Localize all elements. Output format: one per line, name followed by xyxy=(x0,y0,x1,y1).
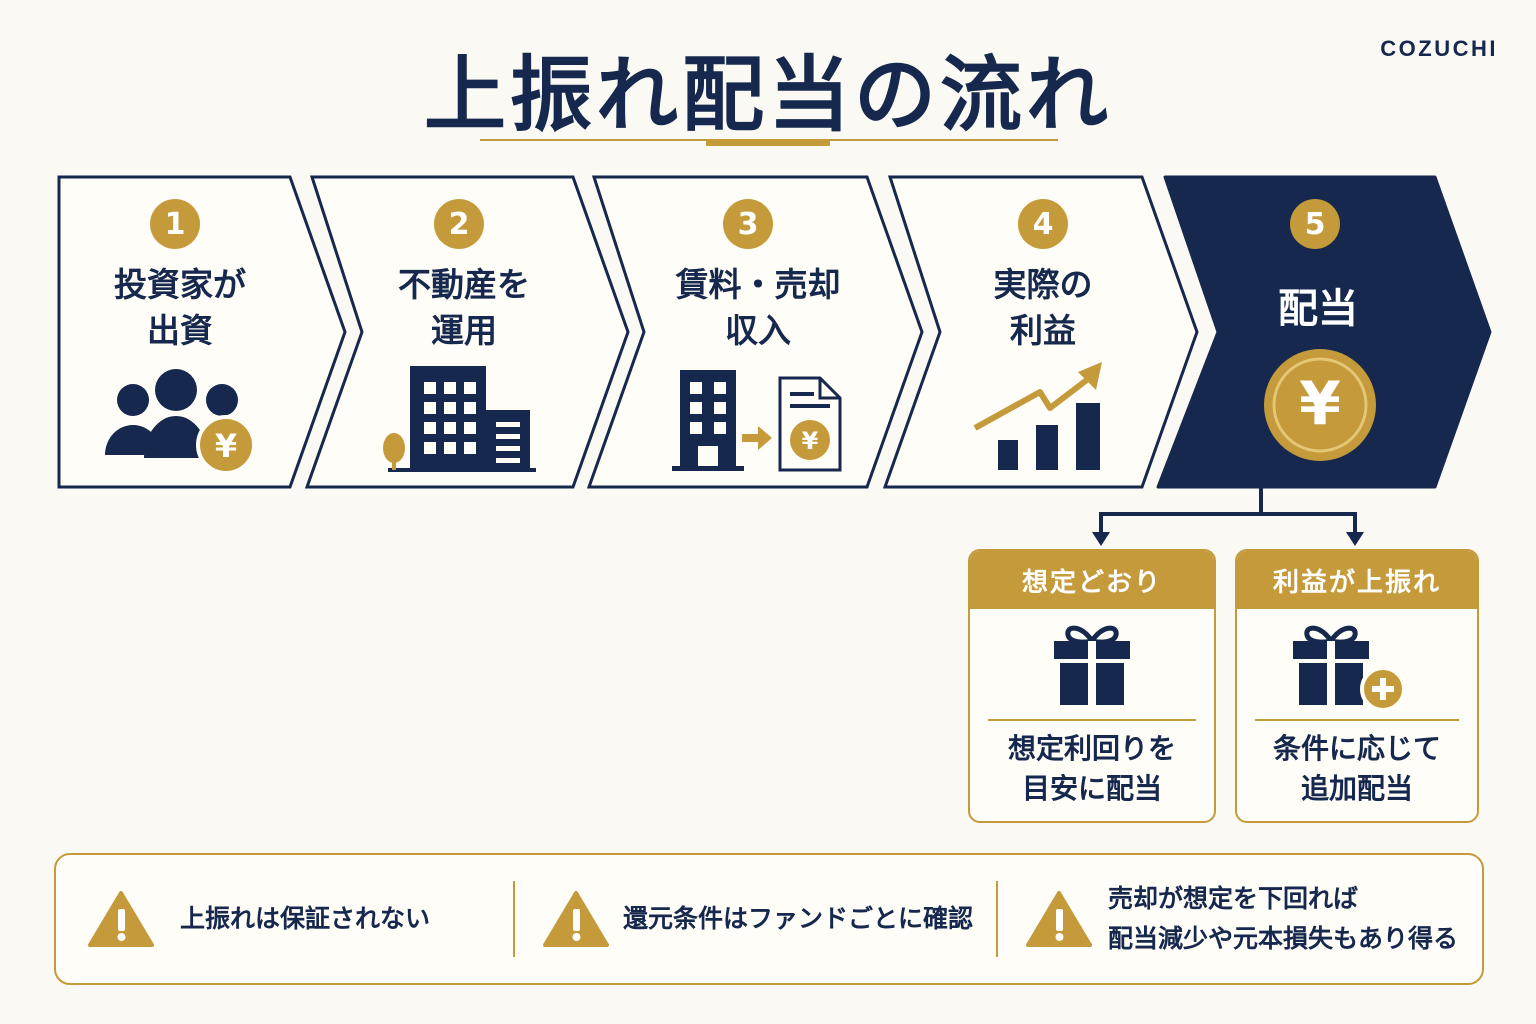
building-to-document-yen-icon: ¥ xyxy=(672,370,842,472)
svg-text:¥: ¥ xyxy=(215,427,237,465)
outcome-text: 条件に応じて 追加配当 xyxy=(1272,732,1441,805)
step-1-number: 1 xyxy=(150,199,200,249)
note-separator xyxy=(513,881,515,957)
note-separator xyxy=(996,881,998,957)
outcome-card-upside: 利益が上振れ 条件に応じて 追加配当 xyxy=(1235,549,1479,823)
caution-note-1: 上振れは保証されない xyxy=(88,855,430,983)
arrow-to-outcome-2 xyxy=(1346,532,1364,546)
step-4-chevron xyxy=(882,175,1199,489)
caution-notes-bar: 上振れは保証されない 還元条件はファンドごとに確認 売却が想定を下回れば 配当減… xyxy=(54,853,1484,985)
svg-text:¥: ¥ xyxy=(802,427,819,455)
warning-icon xyxy=(88,891,154,947)
step-1-label: 投資家が 出資 xyxy=(114,265,246,350)
caution-text: 売却が想定を下回れば 配当減少や元本損失もあり得る xyxy=(1108,884,1459,953)
outcome-card-expected: 想定どおり 想定利回りを 目安に配当 xyxy=(968,549,1216,823)
caution-note-2: 還元条件はファンドごとに確認 xyxy=(543,855,973,983)
gift-plus-icon xyxy=(1237,619,1477,715)
step-4-number: 4 xyxy=(1018,199,1068,249)
step-4-label: 実際の 利益 xyxy=(993,265,1093,350)
building-icon xyxy=(383,366,536,472)
outcome-text: 想定利回りを 目安に配当 xyxy=(1007,732,1176,805)
step-3-label: 賃料・売却 収入 xyxy=(675,265,841,350)
step-5-label: 配当 xyxy=(1278,286,1358,332)
outcome-heading: 利益が上振れ xyxy=(1237,551,1477,609)
caution-note-3: 売却が想定を下回れば 配当減少や元本損失もあり得る xyxy=(1026,855,1458,983)
outcome-divider xyxy=(988,719,1196,721)
yen-coin-icon xyxy=(1264,349,1376,461)
page-title: 上振れ配当の流れ xyxy=(423,48,1112,143)
step-3-number: 3 xyxy=(723,199,773,249)
caution-text: 還元条件はファンドごとに確認 xyxy=(623,904,974,933)
investors-yen-icon: ¥ xyxy=(105,369,256,475)
gift-icon xyxy=(970,619,1214,715)
brand-logo: COZUCHI xyxy=(1380,36,1498,61)
outcome-divider xyxy=(1255,719,1459,721)
title-underline-accent xyxy=(706,139,830,146)
rising-bar-chart-icon xyxy=(973,362,1102,470)
yen-symbol: ¥ xyxy=(1299,369,1341,439)
outcome-heading: 想定どおり xyxy=(970,551,1214,609)
step-2-number: 2 xyxy=(434,199,484,249)
step-2-label: 不動産を 運用 xyxy=(398,265,530,350)
arrow-to-outcome-1 xyxy=(1092,532,1110,546)
warning-icon xyxy=(1026,891,1092,947)
step-5-chevron xyxy=(1156,175,1492,489)
warning-icon xyxy=(543,891,609,947)
branch-connector xyxy=(1099,488,1357,534)
step-2-chevron xyxy=(304,175,630,489)
step-5-number: 5 xyxy=(1290,199,1340,249)
caution-text: 上振れは保証されない xyxy=(180,904,431,933)
